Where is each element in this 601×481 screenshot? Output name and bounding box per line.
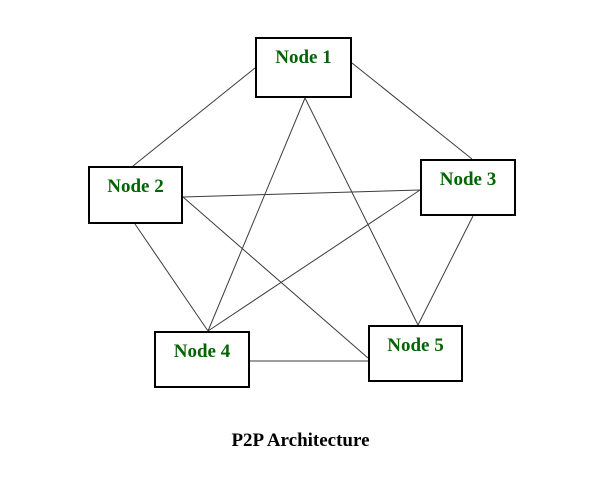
edge-node-2-node-4 xyxy=(134,223,209,332)
edge-node-1-node-5 xyxy=(304,97,419,326)
edge-node-1-node-4 xyxy=(207,97,306,332)
edge-node-1-node-3 xyxy=(351,62,473,160)
node-1-box: Node 1 xyxy=(255,37,352,98)
edge-node-3-node-5 xyxy=(417,215,474,326)
node-2-label: Node 2 xyxy=(107,176,164,197)
node-4-label: Node 4 xyxy=(173,341,231,362)
edge-node-1-node-2 xyxy=(132,67,256,167)
node-1-label: Node 1 xyxy=(275,47,332,68)
node-5-box: Node 5 xyxy=(368,325,463,382)
edge-node-2-node-3 xyxy=(182,189,421,198)
edge-node-3-node-4 xyxy=(207,189,421,332)
diagram-title: P2P Architecture xyxy=(231,430,370,451)
node-3-box: Node 3 xyxy=(420,159,516,216)
node-4-box: Node 4 xyxy=(154,331,250,388)
node-5-label: Node 5 xyxy=(387,335,444,356)
node-3-label: Node 3 xyxy=(439,169,497,190)
edge-node-2-node-5 xyxy=(182,196,369,359)
node-2-box: Node 2 xyxy=(88,166,183,224)
